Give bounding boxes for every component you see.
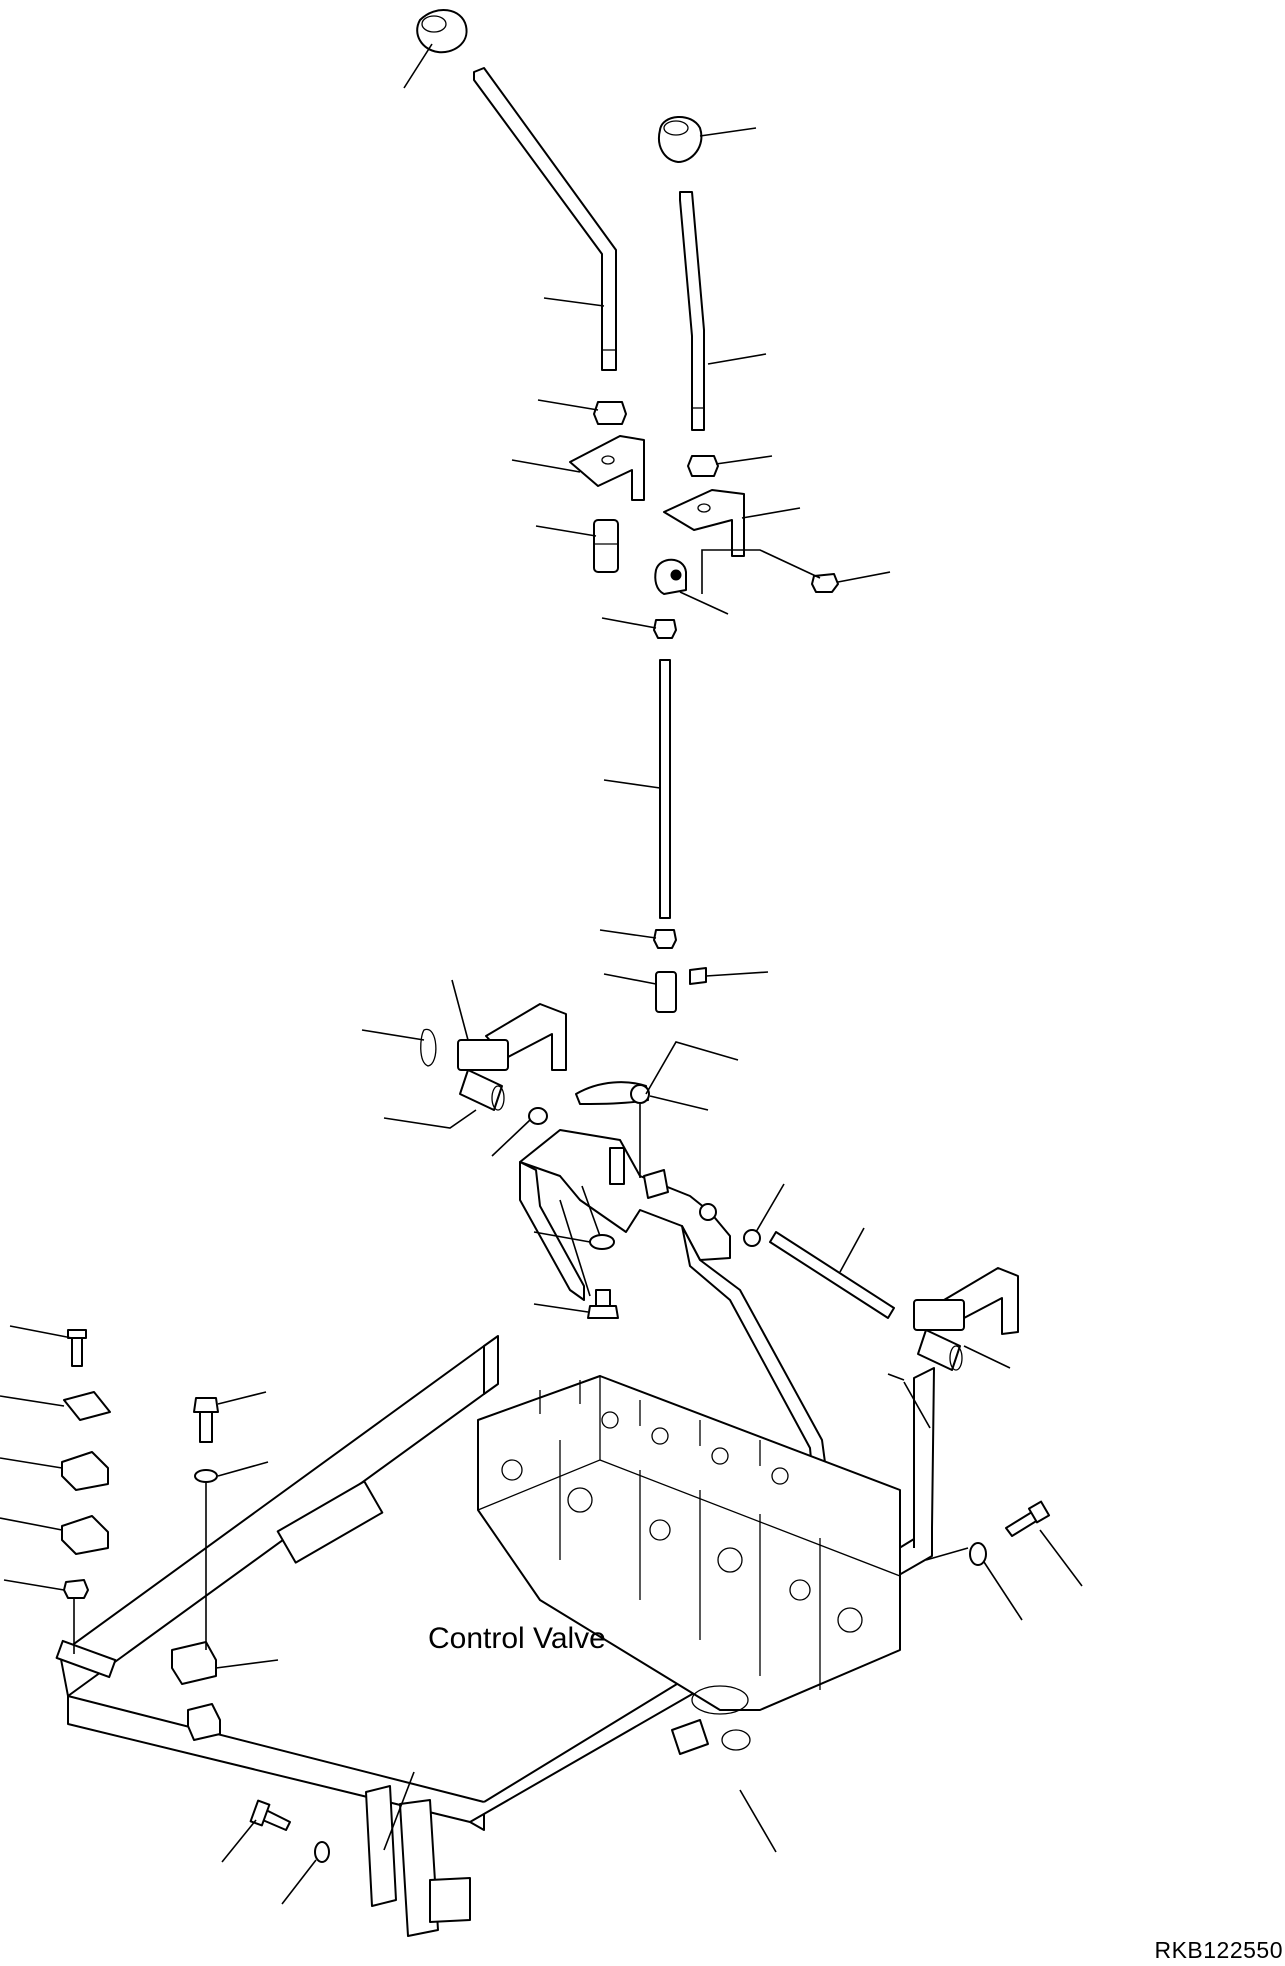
bolt-lower-left	[249, 1799, 291, 1831]
control-valve-label: Control Valve	[428, 1622, 606, 1655]
washer-lower-left	[314, 1841, 330, 1863]
nut-rod-top	[653, 619, 677, 639]
main-bracket	[519, 1129, 827, 1471]
reference-code-label: RKB122550	[1154, 1937, 1283, 1963]
right-lever-knob	[658, 115, 703, 163]
nut-left	[593, 401, 627, 425]
long-rod	[659, 659, 671, 919]
left-bracket	[569, 435, 645, 501]
control-valve	[477, 1375, 901, 1755]
leader-lines	[0, 43, 1083, 1905]
small-pin	[887, 1373, 905, 1381]
bolt-left-top	[67, 1329, 87, 1367]
right-bracket	[663, 489, 745, 557]
bolt-center	[587, 1289, 619, 1319]
left-lever-knob	[416, 8, 468, 54]
clevis	[655, 967, 707, 1013]
nut-left-stack	[63, 1579, 89, 1599]
nut-right	[687, 455, 719, 477]
clamp-block-upper	[61, 1451, 109, 1491]
collar-small	[528, 1107, 548, 1125]
right-lever-rod	[679, 191, 705, 431]
washer-center	[589, 1234, 615, 1250]
collar-right	[743, 1229, 761, 1247]
left-lever-rod	[473, 67, 617, 371]
bolt-left-mid	[193, 1397, 219, 1443]
universal-joint	[593, 519, 619, 573]
right-mount-plate	[913, 1267, 1019, 1335]
spring-clip	[420, 1028, 437, 1067]
washer-right	[969, 1542, 987, 1566]
upper-mount-plate	[457, 1003, 567, 1071]
bushing-left	[459, 1069, 505, 1111]
bushing-right	[917, 1329, 963, 1371]
pivot-pin	[769, 1231, 895, 1319]
clamp-plate-top	[63, 1391, 111, 1421]
bolt-right	[1005, 1500, 1051, 1537]
lock-lever	[575, 1081, 650, 1105]
clamp-block-lower	[61, 1515, 109, 1555]
ball-joint	[654, 558, 687, 595]
washer-left-mid	[194, 1469, 218, 1483]
nut-rod-bottom	[653, 929, 677, 949]
nut-side	[811, 573, 839, 593]
